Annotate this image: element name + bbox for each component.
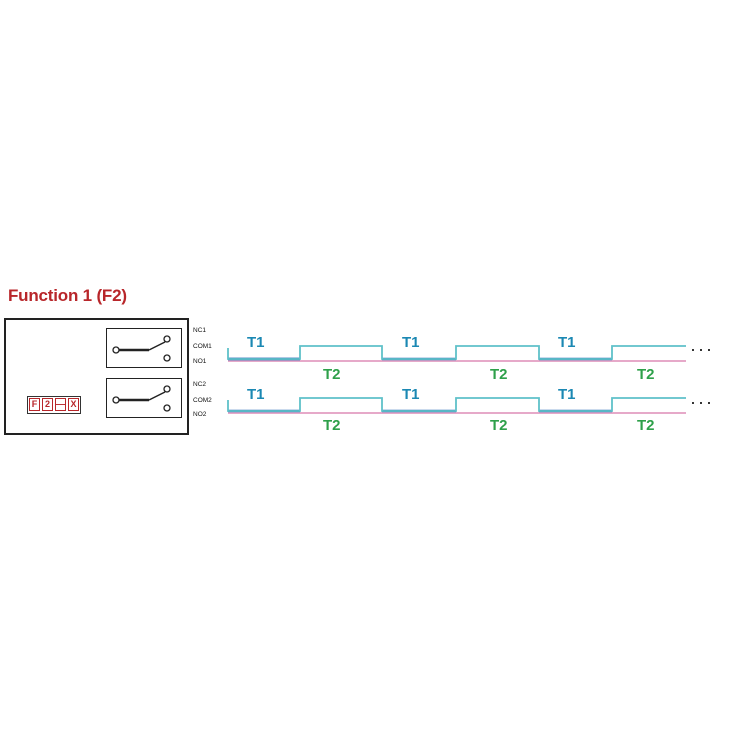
relay-switch-icon <box>112 385 171 412</box>
t2-label: T2 <box>490 417 508 434</box>
pin-label-com1: COM1 <box>193 343 212 350</box>
pin-label-no1: NO1 <box>193 358 207 365</box>
t1-label: T1 <box>558 386 576 403</box>
pin-label-com2: COM2 <box>193 397 212 404</box>
t2-label: T2 <box>637 417 655 434</box>
page-title: Function 1 (F2) <box>8 286 127 305</box>
ch2-signal <box>227 397 686 412</box>
t2-label: T2 <box>490 366 508 383</box>
t2-label: T2 <box>323 366 341 383</box>
t1-label: T1 <box>558 334 576 351</box>
pin-label-nc2: NC2 <box>193 381 207 388</box>
ch1-signal <box>227 345 686 360</box>
display-digit: X <box>68 398 79 411</box>
pin-label-nc1: NC1 <box>193 327 207 334</box>
t1-label: T1 <box>402 334 420 351</box>
pin-label-no2: NO2 <box>193 411 207 418</box>
t1-label: T1 <box>247 334 265 351</box>
relay-1-symbol <box>106 328 182 368</box>
display-digit: — <box>55 398 66 411</box>
t1-label: T1 <box>247 386 265 403</box>
display-digit: 2 <box>42 398 53 411</box>
t1-label: T1 <box>402 386 420 403</box>
t2-label: T2 <box>637 366 655 383</box>
function-display: F 2 — X <box>27 396 81 414</box>
t2-label: T2 <box>323 417 341 434</box>
display-digit: F <box>29 398 40 411</box>
relay-module: F 2 — X <box>4 318 189 435</box>
relay-2-symbol <box>106 378 182 418</box>
continuation-dots: ··· <box>690 339 714 359</box>
relay-switch-icon <box>112 335 171 362</box>
continuation-dots: ··· <box>690 392 714 412</box>
